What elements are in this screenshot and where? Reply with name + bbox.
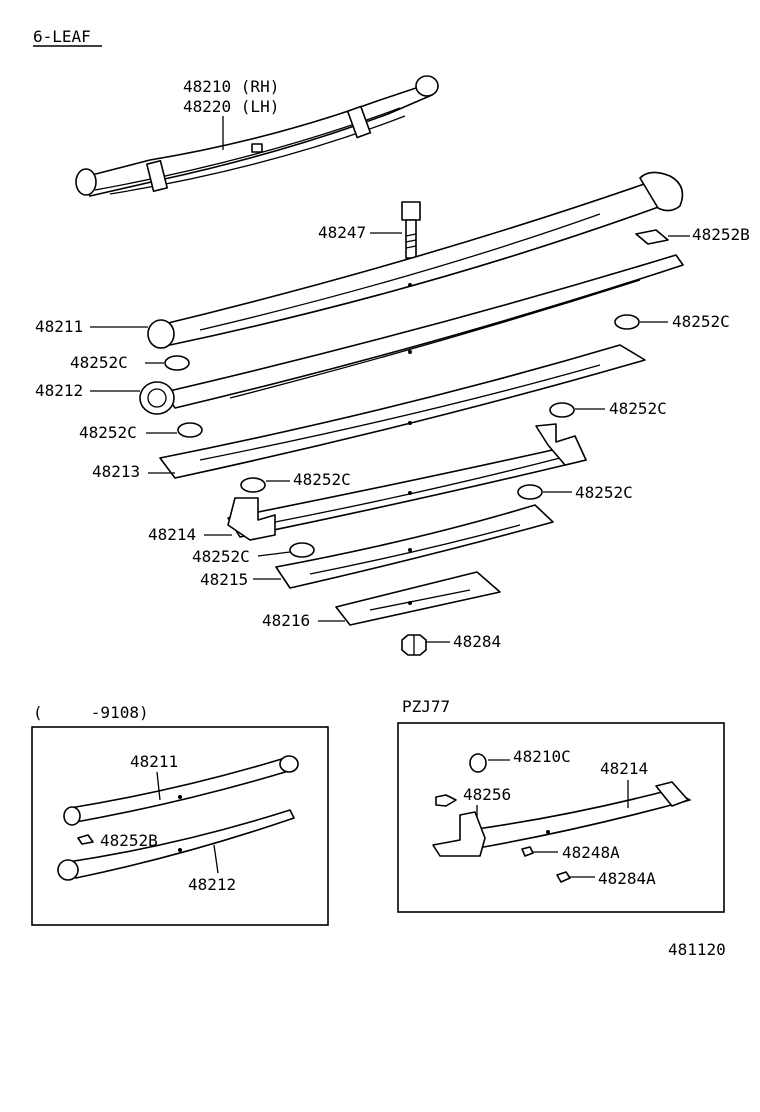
spring-assembly: 48210 (RH) 48220 (LH): [75, 75, 439, 197]
inset-right-label-48210c: 48210C: [513, 747, 571, 766]
label-48252c-c: 48252C: [609, 399, 667, 418]
label-48252c-d: 48252C: [79, 423, 137, 442]
inset-left-label-48211: 48211: [130, 752, 178, 771]
label-48247: 48247: [318, 223, 366, 242]
label-48216: 48216: [262, 611, 310, 630]
inset-right-caption: PZJ77: [402, 697, 450, 716]
center-bolt: 48247: [318, 201, 421, 259]
diagram-title: 6-LEAF: [33, 27, 91, 46]
inset-left: ( -9108) 48211 48252B 48212: [31, 703, 329, 926]
figure-code: 481120: [668, 940, 726, 959]
label-48252c-b: 48252C: [70, 353, 128, 372]
front-clip: [146, 159, 168, 193]
silencer-48252c-f: [517, 484, 543, 500]
inset-left-label-48212: 48212: [188, 875, 236, 894]
inset-right: PZJ77 48210C 48214 48256 48248A 48284A: [397, 697, 725, 913]
inset-right-label-48256: 48256: [463, 785, 511, 804]
front-eye-bushing: [75, 168, 97, 196]
silencer-48252c-a: [614, 314, 640, 330]
label-48213: 48213: [92, 462, 140, 481]
label-48252c-g: 48252C: [192, 547, 250, 566]
leaf-48214-rear-clip: [535, 423, 587, 466]
label-48214: 48214: [148, 525, 196, 544]
rear-clip: [346, 105, 372, 139]
rear-eye-bushing: [415, 75, 439, 97]
label-48252b: 48252B: [692, 225, 750, 244]
inset-right-label-48284a: 48284A: [598, 869, 656, 888]
leaf-48211: 48211: [35, 171, 684, 349]
leaf-48214: 48214: [148, 423, 587, 544]
leaf-48212-front-wrap: [139, 381, 175, 415]
label-48252c-a: 48252C: [672, 312, 730, 331]
leaf-48216: 48216: [262, 571, 501, 630]
nut-48284a: [556, 871, 571, 883]
inset-right-label-48214: 48214: [600, 759, 648, 778]
leaf-48214-front-clip: [227, 497, 276, 541]
silencer-48252c-d: [177, 422, 203, 438]
leaf-48211-rear-eye: [639, 171, 684, 212]
leaf-48211-front-eye: [147, 319, 175, 349]
label-48252c-f: 48252C: [575, 483, 633, 502]
bolt-48256: [435, 794, 457, 807]
bushing-48210c: [469, 753, 487, 773]
nut-48248a: [521, 846, 534, 857]
inset-left-frame: [31, 726, 329, 926]
leaf-48212: 48212: [35, 254, 684, 415]
label-48220: 48220 (LH): [183, 97, 279, 116]
nut-48284: 48284: [401, 632, 501, 656]
leaf-48215: 48215: [200, 504, 554, 589]
silencer-48252c-g: [289, 542, 315, 558]
inset-right-label-48248a: 48248A: [562, 843, 620, 862]
center-bolt-head: [251, 143, 263, 153]
label-48211: 48211: [35, 317, 83, 336]
inset-right-clip: [432, 811, 486, 857]
label-48212: 48212: [35, 381, 83, 400]
label-48284: 48284: [453, 632, 501, 651]
label-48252c-e: 48252C: [293, 470, 351, 489]
silencer-48252c-group: 48252C 48252C 48252C 48252C 48252C 48252…: [70, 312, 730, 566]
leaf-48213: 48213: [92, 344, 646, 481]
silencer-48252b: 48252B: [635, 225, 750, 245]
inset-left-caption: ( -9108): [33, 703, 149, 722]
label-48210: 48210 (RH): [183, 77, 279, 96]
silencer-48252c-e: [240, 477, 266, 493]
inset-left-label-48252b: 48252B: [100, 831, 158, 850]
inset-right-frame: [397, 722, 725, 913]
silencer-48252c-c: [549, 402, 575, 418]
silencer-48252c-b: [164, 355, 190, 371]
label-48215: 48215: [200, 570, 248, 589]
